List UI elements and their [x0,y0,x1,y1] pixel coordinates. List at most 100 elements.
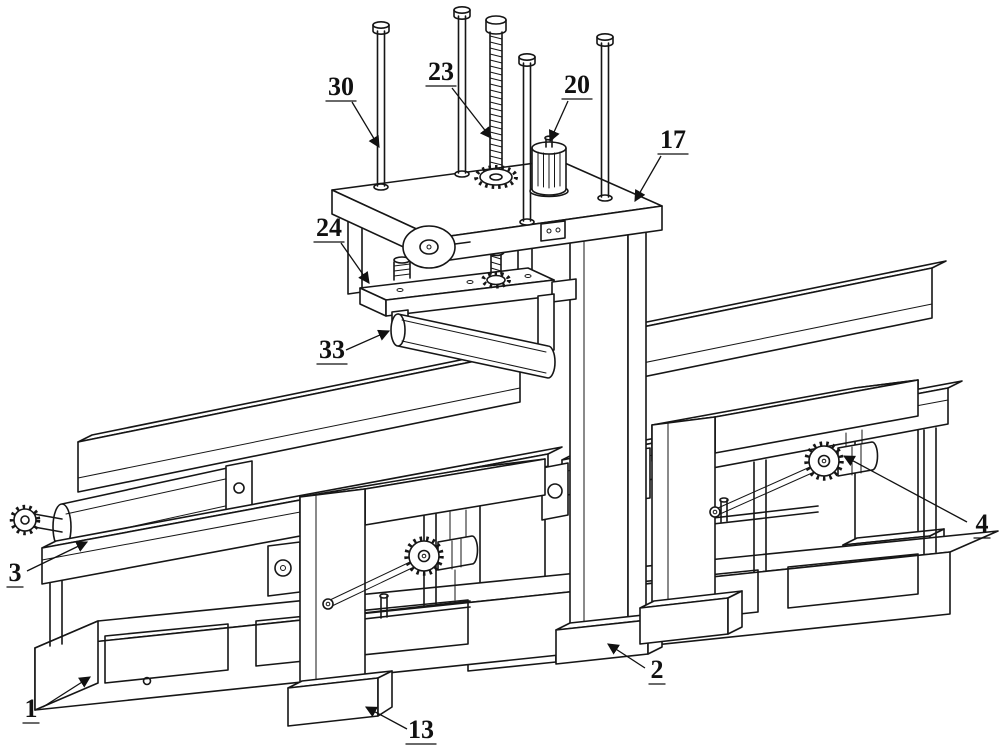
gear-knob [408,540,440,572]
ref-label-2: 2 [607,643,666,685]
guide-rods [372,6,614,226]
leader-line-4 [842,455,968,523]
guide-rod [522,62,532,222]
rod-cap [596,32,614,41]
gear-teeth [404,536,444,576]
fence-front [627,267,933,381]
screw-handle [485,15,507,25]
press-roller [390,313,556,379]
leader-line-3 [26,541,89,572]
bearing-plate-left [267,541,301,597]
ref-number-20: 20 [564,70,590,99]
beam-bolt [396,288,404,292]
leader-line-30 [351,101,380,149]
gear-motor-left [322,509,479,610]
guide-rod [457,15,467,174]
leader-line-20 [548,100,569,143]
leader-line-13 [364,706,408,730]
handwheel-teeth [474,165,518,189]
disc [402,225,456,269]
base-opening-1 [104,623,229,684]
motor-top [531,141,567,155]
motor-hangers [845,429,863,449]
clamp-front-leg [651,416,716,621]
leader-line-33 [345,329,391,351]
rail-leg [753,459,767,573]
rod-cap [372,20,390,29]
drive-motor [529,135,569,198]
bearing-hole [233,482,245,494]
handwheel [479,168,513,186]
gear-teeth [804,441,844,481]
rod-cap [518,52,536,61]
leader-line-24 [340,242,370,284]
clamp-bracket-right [639,379,919,645]
ref-number-4: 4 [976,509,989,538]
clamp-foot-side [377,670,393,717]
ref-number-13: 13 [408,715,434,744]
roller-bracket-right [537,293,555,353]
pulley-disc [402,225,471,269]
ref-label-13: 13 [364,706,437,745]
rod-end-nut [322,598,334,610]
lower-gear [486,274,506,286]
rod-cap [453,6,471,15]
guide-rod [600,42,610,198]
leader-line-1 [42,676,91,708]
adjust-rod [329,561,413,607]
ref-label-20: 20 [548,70,593,143]
beam-bolt [524,274,532,278]
ref-number-30: 30 [328,72,354,101]
base-opening-2 [255,599,469,667]
ref-label-3: 3 [6,541,89,588]
screw-shaft [489,31,503,171]
knob-teeth [9,504,41,536]
ref-number-1: 1 [25,694,38,723]
leader-line-2 [607,643,646,669]
base-hole [142,676,152,686]
beam-bolt [466,280,474,284]
gear-knob [808,445,840,477]
lower-gear-teeth [481,271,511,289]
rail-leg [923,427,937,555]
disc-axle [454,241,471,245]
roller-shaft [33,513,63,533]
clamp-foot-side [727,590,743,635]
ref-label-23: 23 [425,57,492,139]
ref-number-2: 2 [651,655,664,684]
guide-rod [376,30,386,187]
rod-base [597,194,613,202]
motor-hangers [449,509,467,542]
guide-fence-right [627,260,947,381]
leader-line-17 [634,155,662,203]
junction-box [540,220,566,242]
screw-lower-threads [490,255,502,272]
pipe-stub [380,595,388,619]
adjust-rod [717,466,813,515]
ref-label-17: 17 [634,125,689,203]
ref-label-30: 30 [325,72,380,149]
ref-number-23: 23 [428,57,454,86]
leader-line-23 [451,87,492,139]
motor-body [837,441,879,477]
column-side [627,217,647,639]
roller-body [397,313,556,379]
ref-label-33: 33 [316,329,391,365]
gear-motor-right [709,429,879,518]
rod-base [373,183,389,191]
rod-end-nut [709,506,721,518]
ref-label-4: 4 [842,455,991,539]
ref-number-17: 17 [660,125,686,154]
motor-fins [537,151,561,189]
ref-number-3: 3 [9,558,22,587]
screw-threads [489,35,503,166]
bearing-plate-center [541,462,569,521]
lead-screw [474,15,518,189]
shaft-knob [13,508,37,532]
ref-number-33: 33 [319,335,345,364]
rod-base [519,218,535,226]
column-front [569,224,629,647]
